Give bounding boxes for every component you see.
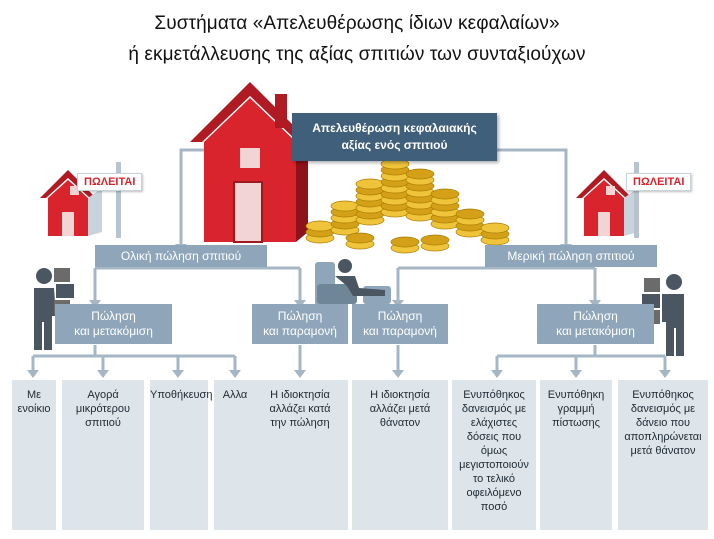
leaf-buy-smaller-house: Αγορά μικρότερου σπιτιού [62,380,144,530]
leaf-with-rent: Με ενοίκιο [12,380,56,530]
leaf-6-line-1: Ενυπόθηκος [463,389,525,401]
leaf-8-line-3: δάνειο που [635,417,691,429]
leaf-6-line-4: δόσεις που [466,431,522,443]
coins-icon [305,158,510,254]
leaf-4-line-3: την πώληση [270,417,330,429]
leaf-1-line-1: Αγορά [87,389,119,401]
sell-and-stay-left: Πώληση και παραμονή [252,304,348,344]
for-sale-sign-left: ΠΩΛΕΙΤΑΙ [77,173,143,191]
leaf-6-line-2: δανεισμός με [461,403,527,415]
leaf-1-line-3: σπιτιού [85,417,121,429]
leaf-8-line-5: μετά θάνατον [630,445,696,457]
sell-move-left-l1: Πώληση [91,309,136,323]
leaf-other: Αλλα [214,380,256,530]
big-house-icon [190,82,310,243]
leaf-0-line-2: ενοίκιο [17,403,51,415]
leaf-6-line-3: ελάχιστες [470,417,518,429]
leaf-7-line-1: Ενυπόθηκη [547,389,605,401]
sell-move-right-l1: Πώληση [573,309,618,323]
leaf-7-line-2: γραμμή [557,403,595,415]
leaf-4-line-2: αλλάζει κατά [269,403,331,415]
leaf-ownership-after-death: Η ιδιοκτησία αλλάζει μετά θάνατον [352,380,448,530]
leaf-1-line-2: μικρότερου [75,403,131,415]
leaf-2-line-1: Υποθήκευση [150,389,213,401]
branch-total-sale: Ολική πώληση σπιτιού [95,245,267,267]
leaf-5-line-3: θάνατον [379,417,421,429]
center-line-1: Απελευθέρωση κεφαλαιακής [312,121,477,135]
sell-stay-left-l1: Πώληση [277,309,323,323]
leaf-0-line-1: Με [26,389,42,401]
leaf-5-line-1: Η ιδιοκτησία [370,389,430,401]
for-sale-house-left-icon [40,162,121,238]
armchair-person-icon [315,259,391,306]
leaf-loan-repaid-after-death: Ενυπόθηκος δανεισμός με δάνειο που αποπλ… [618,380,708,530]
title-line-2: ή εκμετάλλευσης της αξίας σπιτιών των συ… [128,44,586,65]
sell-stay-right-l2: και παραμονή [363,324,437,338]
sell-move-left-l2: και μετακόμιση [74,324,153,338]
connector-center-right [497,148,568,245]
leaf-mortgage: Υποθήκευση [150,380,213,530]
for-sale-sign-right: ΠΩΛΕΙΤΑΙ [626,173,692,191]
leaf-5-line-2: αλλάζει μετά [369,403,431,415]
leaf-6-line-7: το τελικό οφειλόμενο ποσό [466,473,522,513]
center-line-2: αξίας ενός σπιτιού [341,138,448,152]
leaf-8-line-4: αποπληρώνεται [624,431,702,443]
leaf-ownership-at-sale: Η ιδιοκτησία αλλάζει κατά την πώληση [252,380,348,530]
leaf-8-line-1: Ενυπόθηκος [632,389,694,401]
sell-and-move-left: Πώληση και μετακόμιση [55,304,172,344]
sell-stay-left-l2: και παραμονή [263,324,337,338]
leaf-mortgage-min-installments: Ενυπόθηκος δανεισμός με ελάχιστες δόσεις… [452,380,536,530]
leaf-4-line-1: Η ιδιοκτησία [270,389,330,401]
leaf-7-line-3: πίστωσης [552,417,600,429]
leaf-credit-line: Ενυπόθηκη γραμμή πίστωσης [540,380,612,530]
title-line-1: Συστήματα «Απελευθέρωσης ίδιων κεφαλαίων… [154,13,560,34]
sell-stay-right-l1: Πώληση [377,309,423,323]
branch-partial-sale: Μερική πώληση σπιτιού [485,245,657,267]
leaf-6-line-6: μεγιστοποιούν [459,459,529,471]
leaf-6-line-5: όμως [480,445,508,457]
for-sale-house-right-icon [576,162,639,238]
center-box: Απελευθέρωση κεφαλαιακής αξίας ενός σπιτ… [292,113,497,161]
sell-and-stay-right: Πώληση και παραμονή [352,304,448,344]
sell-and-move-right: Πώληση και μετακόμιση [537,304,654,344]
leaf-8-line-2: δανεισμός με [630,403,696,415]
leaf-3-line-1: Αλλα [222,389,248,401]
sell-move-right-l2: και μετακόμιση [556,324,635,338]
